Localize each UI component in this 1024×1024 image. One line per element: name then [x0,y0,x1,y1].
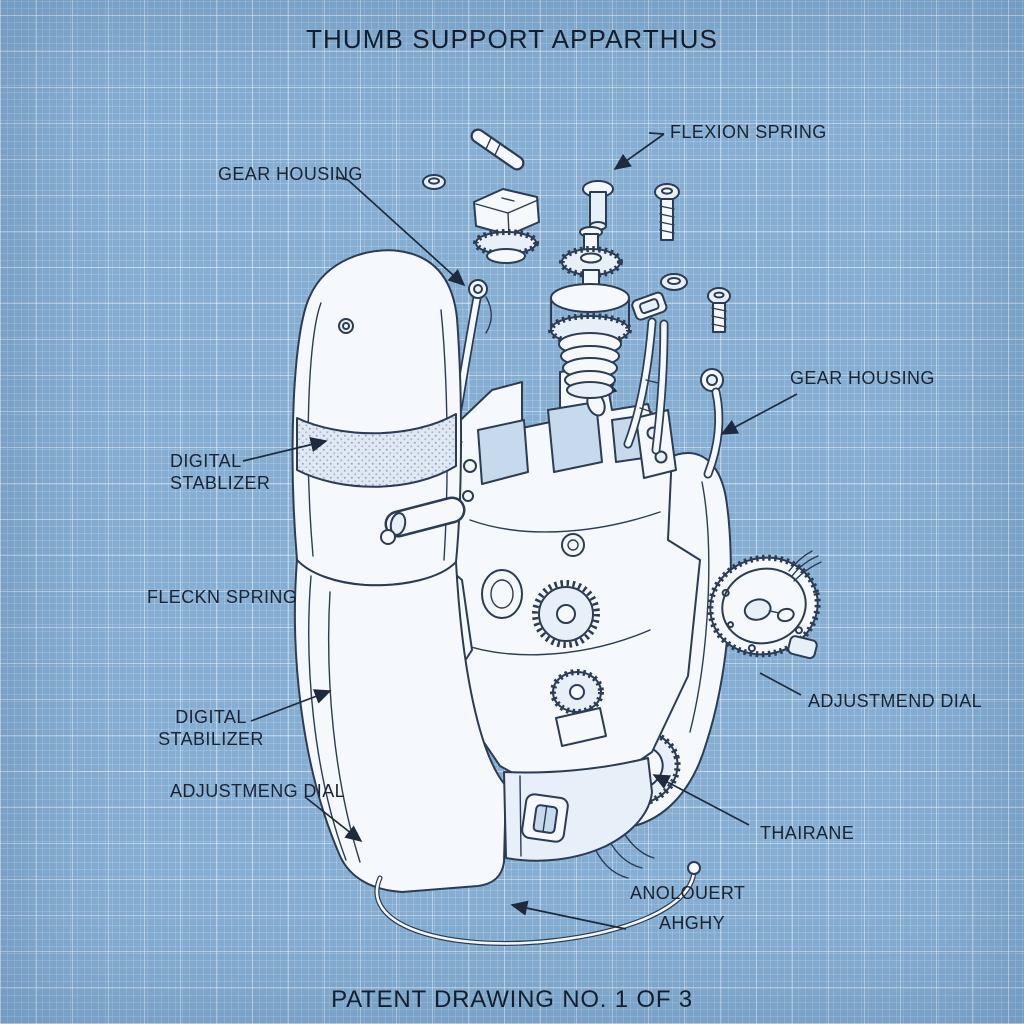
label-flexion-spring: FLEXION SPRING [670,122,827,142]
strap-buckle [521,793,569,843]
label-adjustmeng-dial: ADJUSTMENG DIAL [170,781,346,801]
drawing-title: THUMB SUPPORT APPARTHUS [305,24,718,54]
drawing-caption: PATENT DRAWING NO. 1 OF 3 [331,986,693,1013]
label-anolouert: ANOLOUERT [630,883,746,903]
label-fleckn-spring: FLECKN SPRING [147,587,298,607]
thumb-splint [291,249,466,587]
label-ahghy: AHGHY [659,913,726,933]
detached-dial [707,554,821,660]
label-digital-stabilizer: DIGITAL STABILIZER [158,706,264,750]
label-digital-stablizer: DIGITAL STABLIZER [170,450,270,494]
label-digital-stablizer-line1: DIGITAL [170,451,242,471]
label-digital-stablizer-line2: STABLIZER [170,473,271,493]
label-digital-stabilizer-line2: STABILIZER [158,729,264,749]
label-gear-housing-top: GEAR HOUSING [218,164,363,184]
dial-hair-springs [788,550,822,582]
forearm-cuff [293,559,701,946]
leader-lines [242,132,802,930]
label-adjustmend-dial: ADJUSTMEND DIAL [808,691,983,711]
label-digital-stabilizer-line1: DIGITAL [175,707,247,727]
label-thairane: THAIRANE [760,823,855,843]
label-gear-housing-right: GEAR HOUSING [790,368,935,388]
exploded-fasteners [422,128,731,399]
